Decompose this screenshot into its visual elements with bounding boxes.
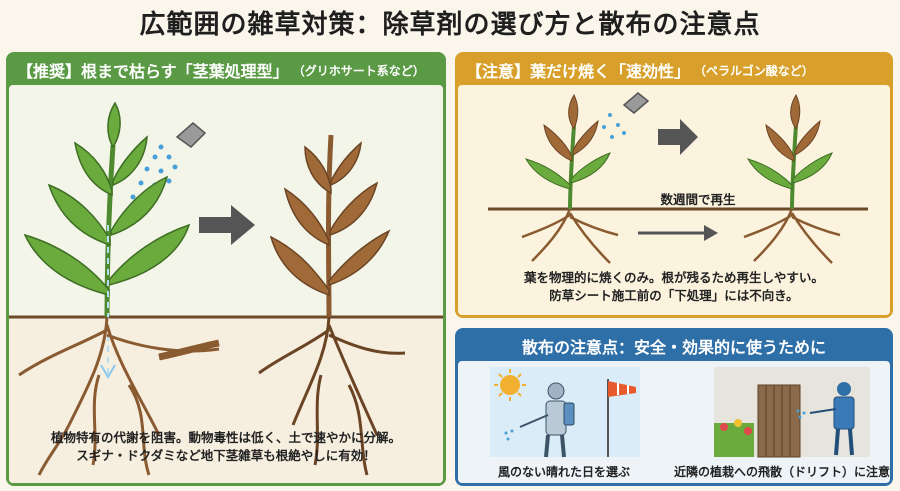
spray-tips-title: 散布の注意点：安全・効果的に使うために: [521, 338, 826, 357]
caution-caption: 葉を物理的に焼くのみ。根が残るため再生しやすい。 防草シート施工前の「下処理」に…: [458, 269, 890, 305]
caution-sub: （ペラルゴン酸など）: [694, 63, 814, 78]
spray-tips-body: 風のない晴れた日を選ぶ 近隣の植栽への飛散（ドリフト）に注意: [458, 361, 890, 483]
healthy-weed-icon: [18, 101, 220, 476]
fence-icon: [757, 384, 801, 458]
spray-tips-panel: 散布の注意点：安全・効果的に使うために: [455, 328, 893, 486]
recommended-panel-header: 【推奨】根まで枯らす「茎葉処理型」 （グリホサート系など）: [9, 55, 443, 85]
recommended-caption-line1: 植物特有の代謝を阻害。動物毒性は低く、土で速やかに分解。: [50, 430, 401, 445]
caution-caption-line1: 葉を物理的に焼くのみ。根が残るため再生しやすい。: [524, 270, 824, 285]
spray-nozzle-icon: [602, 92, 650, 139]
spray-tips-header: 散布の注意点：安全・効果的に使うために: [458, 331, 890, 361]
burnt-weed-icon: [521, 93, 619, 264]
caution-panel: 【注意】葉だけ焼く「速効性」 （ペラルゴン酸など）: [455, 52, 893, 318]
spray-tips-illustration: [490, 367, 870, 458]
recommended-caption: 植物特有の代謝を阻害。動物毒性は低く、土で速やかに分解。 スギナ・ドクダミなど地…: [9, 429, 443, 465]
worker-spraying-icon: [504, 382, 575, 458]
recommended-tag: 【推奨】根まで枯らす「茎葉処理型」: [17, 62, 289, 81]
recommended-panel: 【推奨】根まで枯らす「茎葉処理型」 （グリホサート系など）: [6, 52, 446, 486]
caution-panel-body: 数週間で再生 葉を物理的に焼くのみ。根が残るため再生しやすい。 防草シート施工前…: [458, 85, 890, 315]
systemic-herbicide-illustration: [9, 101, 443, 483]
tip-calm-weather: 風のない晴れた日を選ぶ: [497, 465, 630, 479]
recommended-sub: （グリホサート系など）: [292, 63, 425, 78]
windsock-icon: [607, 379, 636, 457]
caution-tag: 【注意】葉だけ焼く「速効性」: [466, 62, 691, 81]
page-title: 広範囲の雑草対策：除草剤の選び方と散布の注意点: [139, 10, 761, 40]
arrow-right-icon: [199, 205, 255, 245]
arrow-right-icon: [704, 225, 718, 241]
caution-caption-line2: 防草シート施工前の「下処理」には不向き。: [549, 288, 799, 304]
regrown-weed-icon: [743, 93, 841, 264]
worker-spraying-icon: [796, 382, 855, 456]
arrow-right-icon: [658, 119, 698, 155]
regrow-label: 数週間で再生: [660, 192, 736, 207]
recommended-panel-body: 植物特有の代謝を阻害。動物毒性は低く、土で速やかに分解。 スギナ・ドクダミなど地…: [9, 85, 443, 483]
sun-icon: [494, 369, 526, 401]
tip-drift: 近隣の植栽への飛散（ドリフト）に注意: [674, 465, 890, 479]
flower-bed-icon: [714, 419, 754, 457]
contact-herbicide-illustration: [488, 92, 868, 264]
dead-weed-icon: [258, 134, 406, 476]
caution-panel-header: 【注意】葉だけ焼く「速効性」 （ペラルゴン酸など）: [458, 55, 890, 85]
recommended-caption-line2: スギナ・ドクダミなど地下茎雑草も根絶やしに有効！: [76, 448, 376, 464]
spray-nozzle-icon: [130, 122, 207, 202]
